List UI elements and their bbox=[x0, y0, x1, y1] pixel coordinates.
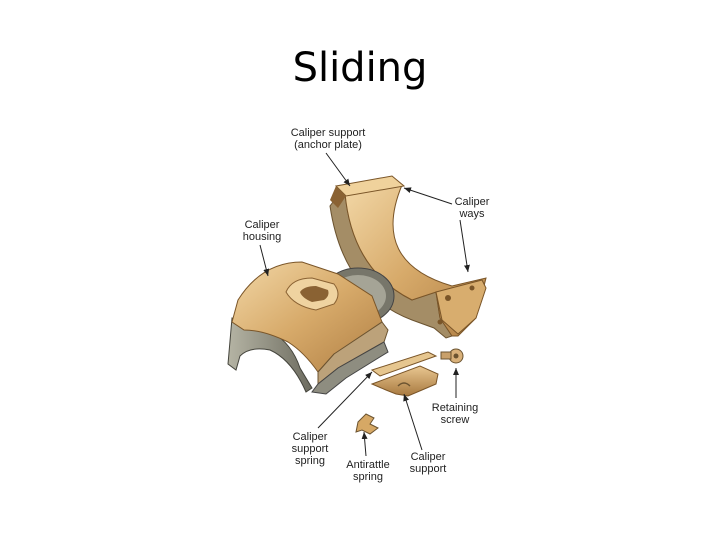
label-caliper-support: Caliper support bbox=[409, 451, 447, 475]
leader-lines bbox=[259, 152, 470, 457]
label-retaining-screw: Retaining screw bbox=[431, 402, 479, 426]
caliper-housing bbox=[227, 261, 395, 395]
caliper-support-spring-part bbox=[370, 351, 438, 377]
label-caliper-ways: Caliper ways bbox=[454, 196, 490, 220]
retaining-screw-part bbox=[440, 348, 464, 364]
label-caliper-support-anchor-plate: Caliper support (anchor plate) bbox=[290, 127, 366, 151]
label-caliper-support-spring: Caliper support spring bbox=[291, 431, 329, 467]
label-caliper-housing: Caliper housing bbox=[242, 219, 282, 243]
caliper-support-anchor-plate bbox=[329, 175, 487, 339]
antirattle-spring-part bbox=[355, 413, 379, 435]
label-antirattle-spring: Antirattle spring bbox=[346, 459, 390, 483]
slide-title: Sliding bbox=[292, 45, 428, 91]
caliper-support-part bbox=[370, 365, 439, 397]
